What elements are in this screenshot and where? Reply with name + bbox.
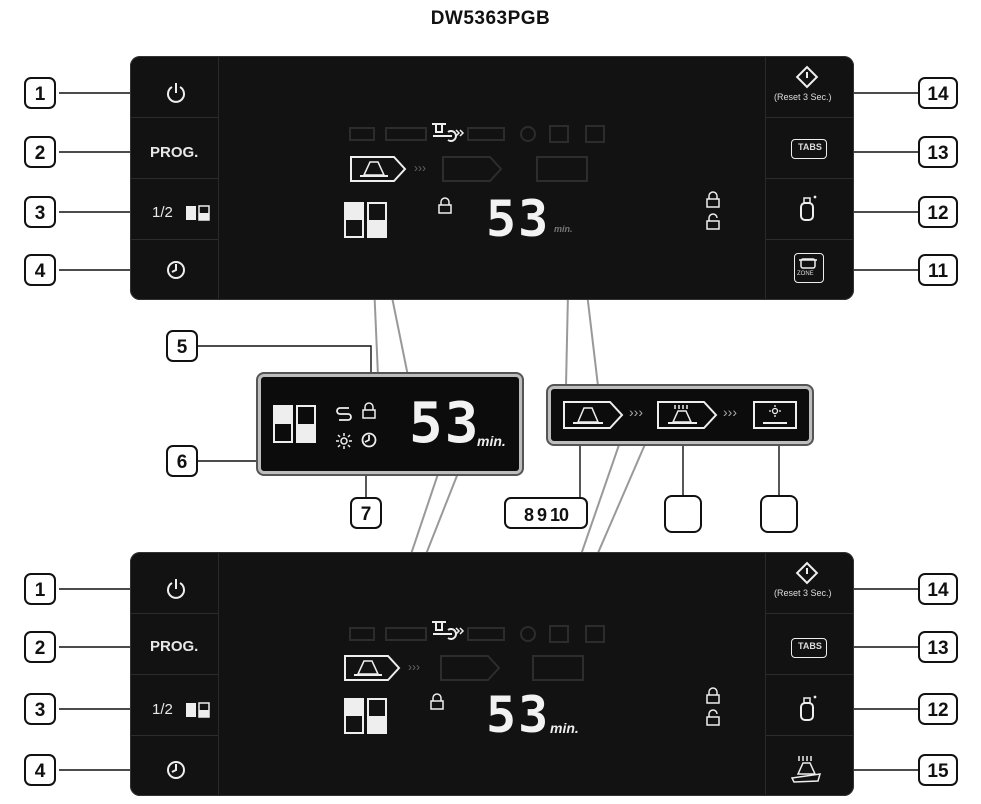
- stage-arrows: ›››: [414, 161, 426, 175]
- wash-stage-indicator: [563, 401, 624, 429]
- delay-timer-icon[interactable]: [166, 260, 186, 280]
- half-load-button[interactable]: 1/2: [152, 204, 173, 221]
- program-icon: [432, 123, 465, 142]
- callout-7: 7: [350, 497, 382, 529]
- remaining-time-unit: min.: [550, 720, 579, 736]
- ghost-stage-rinse: [440, 655, 501, 681]
- callout-4-bottom: 4: [24, 754, 56, 786]
- remaining-time-display: 53: [409, 391, 481, 456]
- callout-empty-dry: [760, 495, 798, 533]
- wash-stage-indicator: [350, 156, 407, 182]
- callout-6: 6: [166, 445, 198, 477]
- callout-3-bottom: 3: [24, 693, 56, 725]
- stage-arrows: ›››: [723, 404, 737, 420]
- lock-icon: [362, 402, 376, 419]
- callout-11: 11: [918, 254, 958, 286]
- callout-empty-rinse: [664, 495, 702, 533]
- remaining-time-display: 53: [486, 190, 551, 248]
- program-icon: [432, 621, 465, 640]
- right-button-column: [765, 56, 854, 300]
- tabs-label: TABS: [798, 142, 822, 152]
- lock-icon: [438, 197, 452, 214]
- rinse-stage-indicator: [657, 401, 718, 429]
- callout-5: 5: [166, 330, 198, 362]
- child-lock-open-icon: [706, 213, 720, 230]
- remaining-time-unit: min.: [477, 433, 506, 449]
- zone-label: ZONE: [797, 271, 814, 277]
- right-button-column: [765, 552, 854, 796]
- tabs-button[interactable]: [791, 139, 827, 159]
- callout-13: 13: [918, 136, 958, 168]
- lock-icon: [430, 693, 444, 710]
- pot-icon: [799, 258, 817, 269]
- control-panel-top: PROG. 1/2 (Reset 3 Sec.) TABS ZONE ››› 5…: [130, 56, 854, 300]
- half-load-display-icon: [344, 698, 387, 734]
- callout-3: 3: [24, 196, 56, 228]
- callout-15: 15: [918, 754, 958, 786]
- bottle-icon[interactable]: [797, 694, 819, 722]
- child-lock-open-icon: [706, 709, 720, 726]
- delay-timer-icon: [361, 432, 377, 448]
- delay-timer-icon[interactable]: [166, 760, 186, 780]
- remaining-time-unit: min.: [554, 224, 573, 234]
- salt-refill-icon: [336, 407, 352, 421]
- prog-button[interactable]: PROG.: [150, 144, 199, 161]
- callout-8-9-10: 8 9 10: [504, 497, 588, 529]
- reset-label: (Reset 3 Sec.): [774, 588, 832, 598]
- left-button-column: [130, 552, 219, 796]
- zone-button[interactable]: [794, 253, 824, 283]
- tabs-label: TABS: [798, 641, 822, 651]
- control-panel-bottom: PROG. 1/2 (Reset 3 Sec.) TABS ››› 53 min…: [130, 552, 854, 796]
- start-icon[interactable]: [795, 65, 819, 89]
- wash-stage-indicator: [344, 655, 401, 681]
- half-load-icon: [186, 702, 210, 718]
- power-icon[interactable]: [166, 578, 186, 600]
- ghost-program-icons: [349, 625, 605, 643]
- half-load-display-icon: [344, 202, 387, 238]
- prog-button[interactable]: PROG.: [150, 638, 199, 655]
- half-load-icon: [186, 205, 210, 221]
- ghost-stage-dry: [532, 655, 584, 681]
- stage-arrows: ›››: [629, 404, 643, 420]
- callout-1-bottom: 1: [24, 573, 56, 605]
- half-load-button[interactable]: 1/2: [152, 701, 173, 718]
- rinse-aid-icon: [336, 433, 352, 449]
- zoom-detail-stages: ››› ›››: [548, 386, 812, 444]
- child-lock-closed-icon: [706, 191, 720, 208]
- ghost-stage-rinse: [442, 156, 503, 182]
- callout-2: 2: [24, 136, 56, 168]
- callout-1: 1: [24, 77, 56, 109]
- ghost-program-icons: [349, 125, 605, 143]
- callout-14-bottom: 14: [918, 573, 958, 605]
- model-title: DW5363PGB: [430, 8, 551, 29]
- power-icon[interactable]: [166, 82, 186, 104]
- callout-12-bottom: 12: [918, 693, 958, 725]
- child-lock-closed-icon: [706, 687, 720, 704]
- dry-stage-indicator: [753, 401, 797, 429]
- callout-2-bottom: 2: [24, 631, 56, 663]
- callout-13-bottom: 13: [918, 631, 958, 663]
- callout-12: 12: [918, 196, 958, 228]
- bottle-icon[interactable]: [797, 194, 819, 222]
- zoom-detail-time: 53 min.: [258, 374, 522, 474]
- stage-arrows: ›››: [408, 660, 420, 674]
- half-load-display-icon: [273, 405, 316, 443]
- reset-label: (Reset 3 Sec.): [774, 92, 832, 102]
- callout-4: 4: [24, 254, 56, 286]
- tabs-button[interactable]: [791, 638, 827, 658]
- ghost-stage-dry: [536, 156, 588, 182]
- start-icon[interactable]: [795, 561, 819, 585]
- callout-14: 14: [918, 77, 958, 109]
- extra-dry-icon[interactable]: [790, 754, 822, 784]
- remaining-time-display: 53: [486, 686, 551, 744]
- left-button-column: [130, 56, 219, 300]
